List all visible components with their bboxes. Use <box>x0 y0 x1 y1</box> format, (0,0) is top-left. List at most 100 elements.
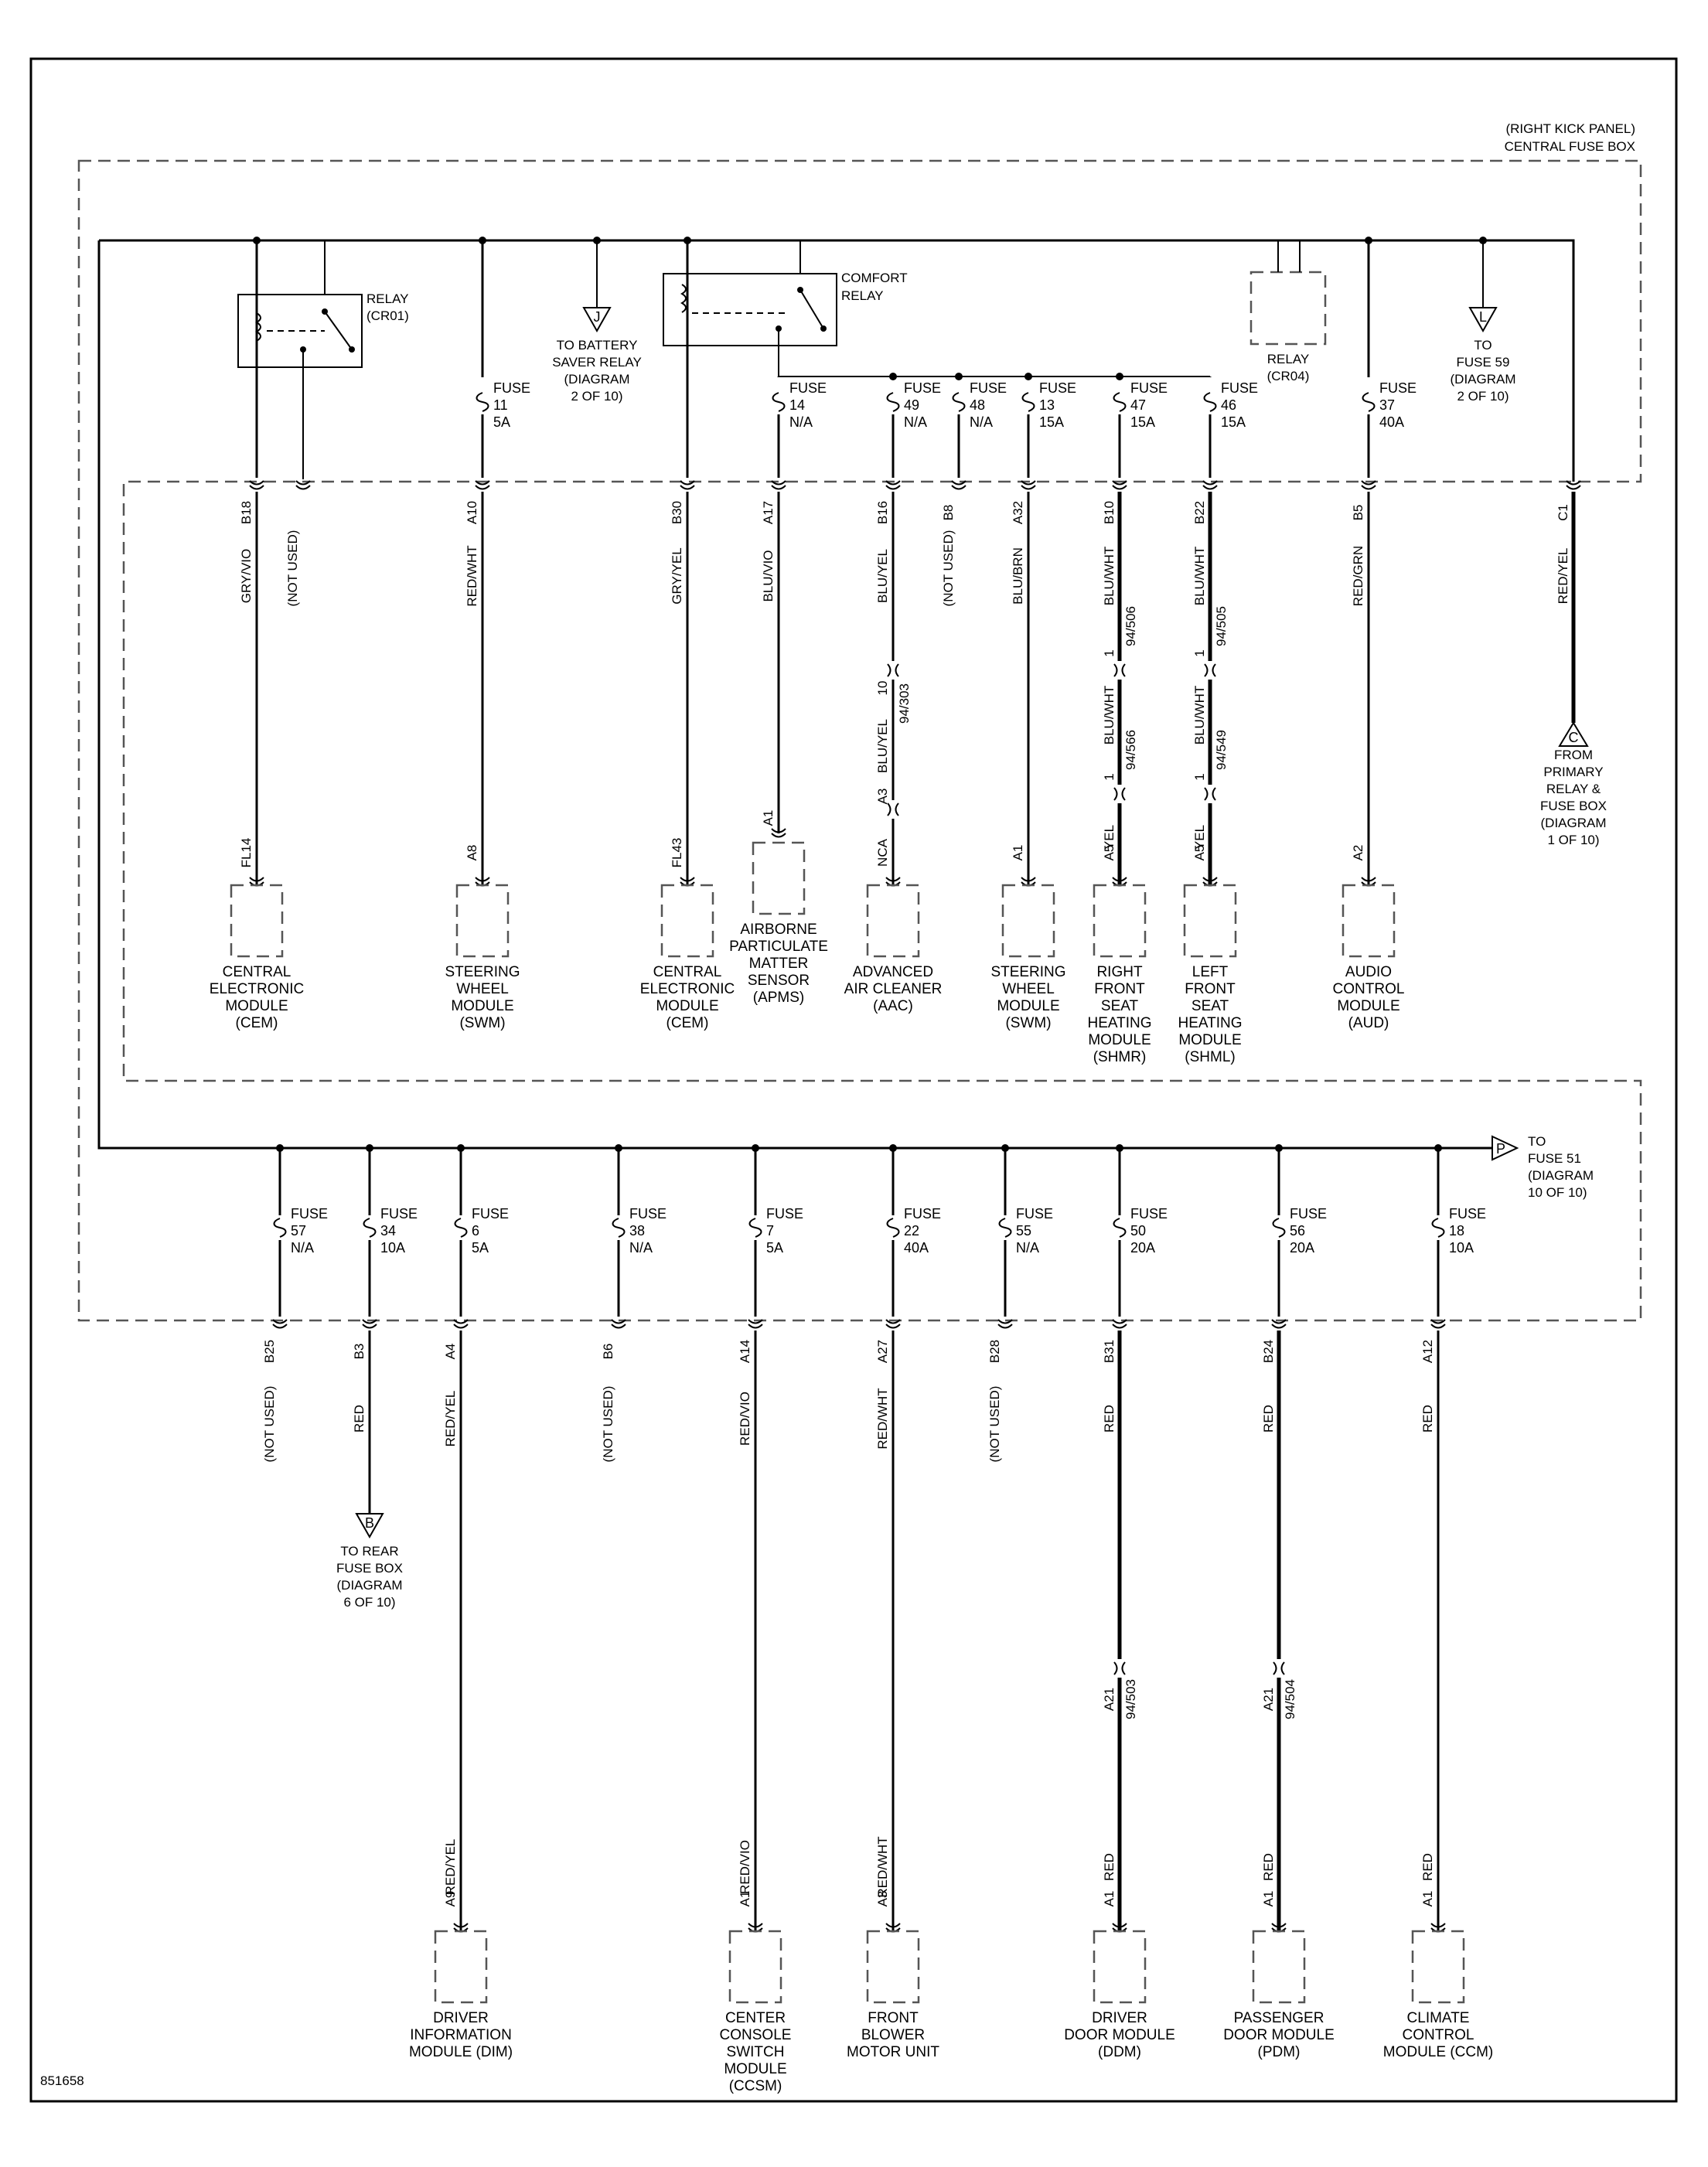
relay-contact <box>820 325 827 332</box>
module-label: (AAC) <box>873 998 913 1014</box>
fuse-label: N/A <box>970 414 993 430</box>
circuit-b22: FUSE4615AB22BLU/WHT194/505BLU/WHT194/549… <box>1178 376 1258 1065</box>
ref-label: (DIAGRAM <box>1528 1168 1594 1183</box>
inline-pin-label: 10 <box>875 681 890 696</box>
module-label: DRIVER <box>433 2010 489 2026</box>
ref-triangle-icon <box>1492 1135 1519 1161</box>
module-box <box>1342 884 1396 958</box>
module-label: HEATING <box>1087 1015 1151 1031</box>
wire-color-label: RED <box>352 1405 366 1433</box>
fuse-label: FUSE <box>1130 1206 1168 1221</box>
fuse-label: FUSE <box>1016 1206 1053 1221</box>
fuse-label: FUSE <box>766 1206 803 1221</box>
fuse-icon <box>1431 1218 1445 1238</box>
wire-color-label: RED <box>1420 1853 1435 1881</box>
fuse-label: FUSE <box>904 380 941 396</box>
relay-switch-icon <box>799 289 824 329</box>
connector-icon <box>1361 480 1376 490</box>
inline-ref-label: 94/506 <box>1123 606 1138 646</box>
fuse-label: FUSE <box>1379 380 1417 396</box>
wire-color-label: RED/WHT <box>465 545 479 606</box>
fuse-label: 10A <box>380 1240 405 1256</box>
fuse-label: FUSE <box>789 380 827 396</box>
fuse-label: 5A <box>766 1240 783 1256</box>
pin-label: C1 <box>1556 504 1570 521</box>
fuse-icon <box>454 1218 468 1238</box>
module-label: AUDIO <box>1345 964 1392 980</box>
module-label: MODULE (DIM) <box>409 2044 513 2060</box>
module-label: MODULE (CCM) <box>1383 2044 1494 2060</box>
module-label: DOOR MODULE <box>1223 2027 1335 2043</box>
ref-label: FUSE BOX <box>1540 799 1607 813</box>
module-pin-label: A3 <box>875 1891 890 1907</box>
fuse-label: 15A <box>1130 414 1155 430</box>
wire-color-label: BLU/YEL <box>875 549 890 603</box>
connector-icon <box>362 1319 377 1329</box>
diagram-id: 851658 <box>40 2073 84 2088</box>
connector-icon <box>771 828 786 838</box>
module-label: CENTRAL <box>223 964 291 980</box>
pin-label: B24 <box>1261 1340 1276 1363</box>
inline-pin-label: A3 <box>875 789 890 805</box>
ref-label: TO REAR <box>340 1544 398 1559</box>
module-label: SEAT <box>1192 998 1229 1014</box>
module-box <box>1001 884 1055 958</box>
module-label: HEATING <box>1178 1015 1242 1031</box>
pin-label: B16 <box>875 501 890 524</box>
module-label: (APMS) <box>753 990 805 1006</box>
ref-label: FUSE 51 <box>1528 1151 1581 1166</box>
wire-color-label: RED <box>1261 1405 1276 1433</box>
ref-letter: P <box>1496 1141 1505 1157</box>
module-pin-label: A9 <box>443 1891 458 1907</box>
ref-label: FROM <box>1554 748 1593 762</box>
fuse-label: FUSE <box>904 1206 941 1221</box>
fuse-icon <box>1272 1218 1286 1238</box>
inline-connector-icon <box>1113 663 1126 677</box>
module-label: (PDM) <box>1258 2044 1301 2060</box>
connector-icon <box>249 480 264 490</box>
inline-pin-label: 1 <box>1102 649 1117 656</box>
fuse-icon <box>886 392 900 412</box>
fuse-icon <box>1021 392 1035 412</box>
module-pin-label: FL14 <box>239 838 254 868</box>
circuit-b30: B30GRY/YELFL43CENTRALELECTRONICMODULE(CE… <box>640 237 735 1031</box>
fuse-label: 15A <box>1039 414 1064 430</box>
fuse-label: 40A <box>1379 414 1404 430</box>
module-box <box>1093 1930 1147 2004</box>
ref-letter: J <box>594 309 601 325</box>
module-label: STEERING <box>445 964 520 980</box>
module-label: LEFT <box>1192 964 1229 980</box>
fuse-icon <box>476 392 489 412</box>
module-label: WHEEL <box>456 981 509 997</box>
module-label: ELECTRONIC <box>210 981 304 997</box>
module-pin-label: A1 <box>738 1891 752 1907</box>
wire-color-label: RED <box>1102 1405 1117 1433</box>
relay-cr04-label: RELAY <box>1267 352 1310 366</box>
ref-label: SAVER RELAY <box>552 355 642 370</box>
fuse-label: FUSE <box>493 380 530 396</box>
wire-color-label: RED <box>1261 1853 1276 1881</box>
connector-icon <box>748 1319 763 1329</box>
module-label: MODULE <box>451 998 513 1014</box>
ref-label: FUSE BOX <box>336 1561 403 1576</box>
ref-label: (DIAGRAM <box>337 1578 403 1593</box>
wire-color-label: YEL <box>1192 825 1207 850</box>
ref-label: 6 OF 10) <box>343 1595 395 1610</box>
comfort-relay-label: COMFORT <box>841 271 908 285</box>
not-used-label: (NOT USED) <box>987 1386 1002 1463</box>
comfort-relay-output-bus <box>778 329 1210 377</box>
wire-color-label: BLU/WHT <box>1102 686 1117 745</box>
not-used-label: (NOT USED) <box>601 1386 615 1463</box>
inline-pin-label: 1 <box>1192 649 1207 656</box>
module-label: PARTICULATE <box>729 939 828 955</box>
fuse-label: 15A <box>1221 414 1246 430</box>
fuse-label: N/A <box>1016 1240 1039 1256</box>
